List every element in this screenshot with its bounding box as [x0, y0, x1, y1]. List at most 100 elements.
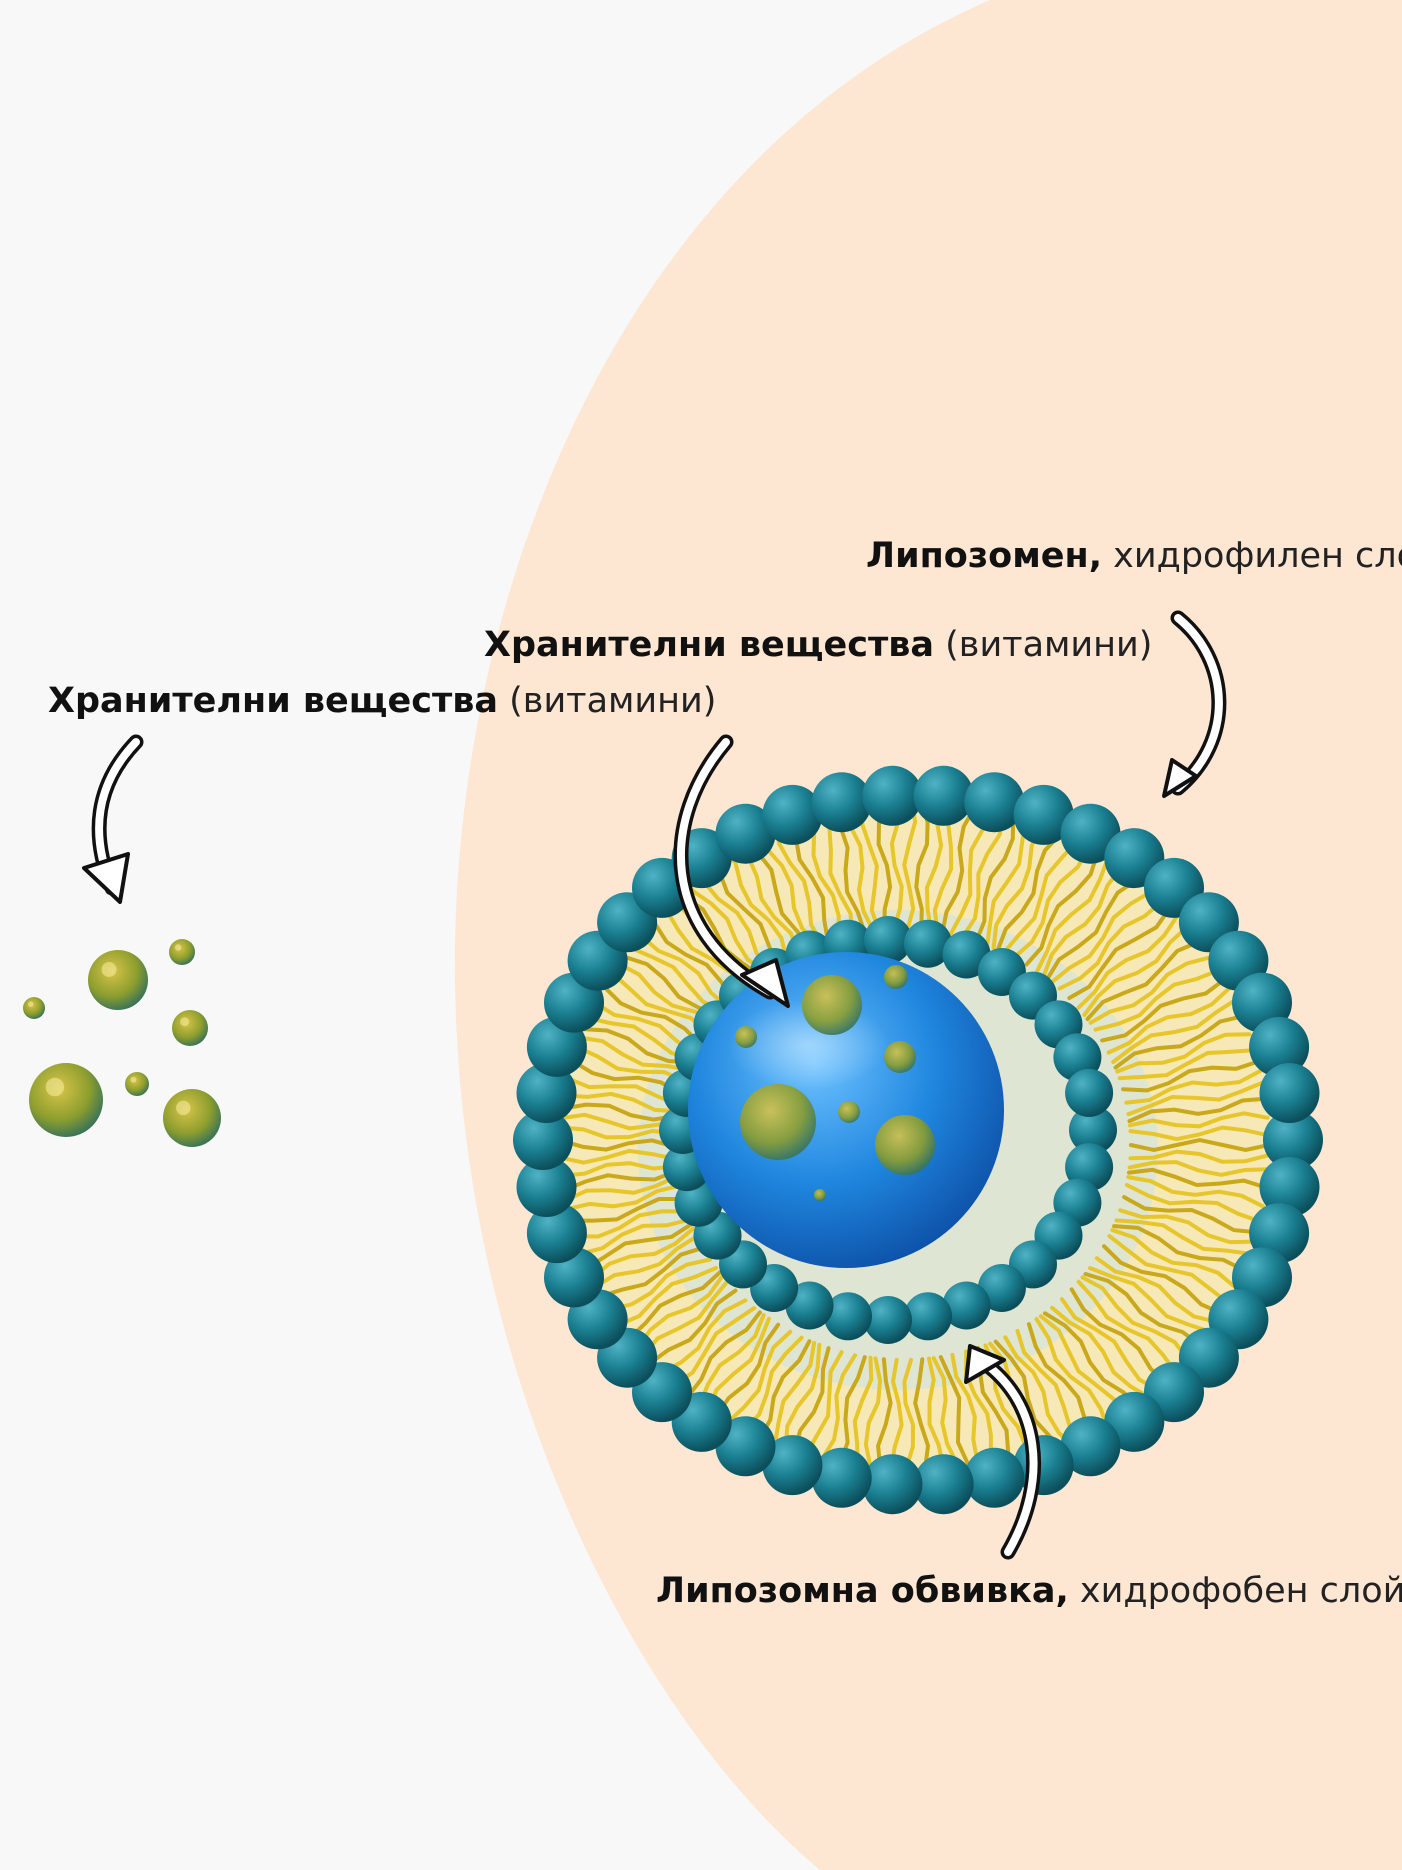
- phospholipid-head: [964, 772, 1025, 833]
- curved-arrow-icon: [964, 1344, 1006, 1384]
- lipid-tail: [1128, 1125, 1271, 1142]
- lipid-tail: [1003, 1335, 1078, 1451]
- lipid-tail: [1094, 1256, 1219, 1324]
- vitamin-particle-icon: [172, 1010, 208, 1046]
- vitamin-particle-icon: [125, 1072, 149, 1096]
- vitamin-highlight: [45, 1077, 65, 1097]
- encapsulated-vitamins: [735, 965, 935, 1201]
- lipid-tail: [1082, 925, 1189, 1017]
- lipid-tail: [1124, 1183, 1262, 1224]
- vitamin-particle-icon: [884, 965, 908, 989]
- lipid-tail: [1126, 1175, 1265, 1209]
- lipid-tail: [1085, 939, 1201, 1021]
- lipid-tail: [1124, 1069, 1263, 1105]
- vitamin-highlight: [176, 1100, 191, 1116]
- lipid-tail: [948, 808, 994, 937]
- lipid-tail: [1117, 1048, 1257, 1081]
- lipid-tail: [996, 831, 1063, 952]
- phospholipid-head: [913, 765, 974, 826]
- phospholipid-head: [964, 1447, 1025, 1508]
- liposome-icon: [513, 765, 1323, 1515]
- lipid-tail: [775, 819, 825, 946]
- arrow-hydrophilic-layer: [1162, 610, 1227, 798]
- label-hydrophobic-shell-bold: Липозомна обвивка,: [656, 1571, 1069, 1611]
- lipid-tail: [1034, 1317, 1111, 1433]
- vitamin-highlight: [27, 1001, 34, 1007]
- phospholipid-head: [864, 916, 912, 964]
- label-hydrophilic-layer: Липозомен, хидрофилен слой: [866, 535, 1402, 577]
- curved-arrow-icon: [82, 852, 130, 904]
- phospholipid-head: [1060, 803, 1121, 864]
- phospholipid-head: [977, 1264, 1026, 1312]
- lipid-tail: [1114, 1218, 1252, 1256]
- phospholipid-head: [715, 803, 776, 864]
- lipid-tail: [1088, 955, 1212, 1025]
- lipid-tail: [1110, 1228, 1238, 1290]
- lipid-tail: [1083, 1272, 1203, 1348]
- lipid-tail: [1069, 1287, 1169, 1386]
- lipid-tail: [1080, 1275, 1191, 1363]
- lipid-tails: [535, 798, 1271, 1492]
- lipid-tail: [1050, 1305, 1154, 1401]
- lipid-tail: [960, 811, 1006, 940]
- phospholipid-head: [513, 1110, 573, 1170]
- vitamin-particle-icon: [814, 1189, 826, 1201]
- lipid-tail: [1050, 889, 1154, 985]
- vitamin-particle-icon: [29, 1063, 103, 1137]
- lipid-tail: [1057, 899, 1164, 991]
- phospholipid-head: [526, 1203, 587, 1264]
- phospholipid-head: [1069, 1106, 1117, 1154]
- lipid-tail: [974, 814, 1016, 944]
- phospholipid-head: [1259, 1157, 1320, 1217]
- label-hydrophobic-shell: Липозомна обвивка, хидрофобен слой: [656, 1570, 1402, 1612]
- outer-head-ring: [513, 765, 1323, 1515]
- vitamin-particle-icon: [169, 939, 195, 965]
- lipid-tail: [914, 798, 930, 933]
- lipid-tail: [938, 1355, 979, 1485]
- phospholipid-head: [1065, 1068, 1114, 1117]
- vitamin-highlight: [180, 1017, 190, 1027]
- lipid-tail: [1126, 1080, 1265, 1117]
- lipid-tail: [1002, 839, 1079, 955]
- lipid-tail: [1102, 1244, 1225, 1316]
- vitamin-particle-icon: [838, 1101, 860, 1123]
- phospholipid-head: [762, 1435, 823, 1496]
- label-free-nutrients-normal: (витамини): [498, 681, 717, 721]
- label-free-nutrients: Хранителни вещества (витамини): [48, 680, 716, 722]
- lipid-tail: [1107, 1234, 1231, 1305]
- label-hydrophilic-layer-bold: Липозомен,: [866, 536, 1103, 576]
- label-free-nutrients-bold: Хранителни вещества: [48, 681, 499, 721]
- arrow-free-nutrients: [82, 734, 144, 904]
- lipid-tail: [1128, 1137, 1271, 1153]
- label-encapsulated-nutrients: Хранителни вещества (витамини): [484, 624, 1152, 666]
- vitamin-particle-icon: [802, 975, 862, 1035]
- lipid-tail: [1106, 986, 1231, 1055]
- lipid-tail: [1127, 1096, 1268, 1124]
- phospholipid-head: [1249, 1016, 1310, 1077]
- phospholipid-head: [824, 1292, 872, 1341]
- phospholipid-head: [904, 1292, 952, 1341]
- phospholipid-head: [516, 1063, 577, 1123]
- phospholipid-head: [1259, 1063, 1320, 1123]
- label-encapsulated-nutrients-bold: Хранителни вещества: [484, 625, 935, 665]
- lipid-tail: [1127, 1160, 1270, 1177]
- lipid-tail: [1076, 1279, 1179, 1377]
- arrow-hydrophobic-shell: [964, 1344, 1041, 1560]
- lipid-tail: [1024, 850, 1100, 967]
- phospholipid-head: [1013, 784, 1074, 845]
- arrow-encapsulated-nutrients: [673, 734, 790, 1008]
- lipid-tail: [1121, 1059, 1260, 1093]
- phospholipid-head: [785, 1281, 834, 1330]
- phospholipid-head: [762, 784, 823, 845]
- lipid-tail: [1093, 968, 1221, 1032]
- vitamin-particle-icon: [740, 1084, 816, 1160]
- phospholipid-head: [1104, 1391, 1165, 1452]
- lipid-tail: [1128, 1111, 1270, 1129]
- vitamin-highlight: [174, 944, 182, 951]
- vitamin-particle-icon: [23, 997, 45, 1019]
- free-vitamins-cluster: [23, 939, 221, 1147]
- label-encapsulated-nutrients-normal: (витамини): [934, 625, 1153, 665]
- phospholipid-head: [942, 930, 991, 979]
- lipid-tail: [1122, 1195, 1259, 1235]
